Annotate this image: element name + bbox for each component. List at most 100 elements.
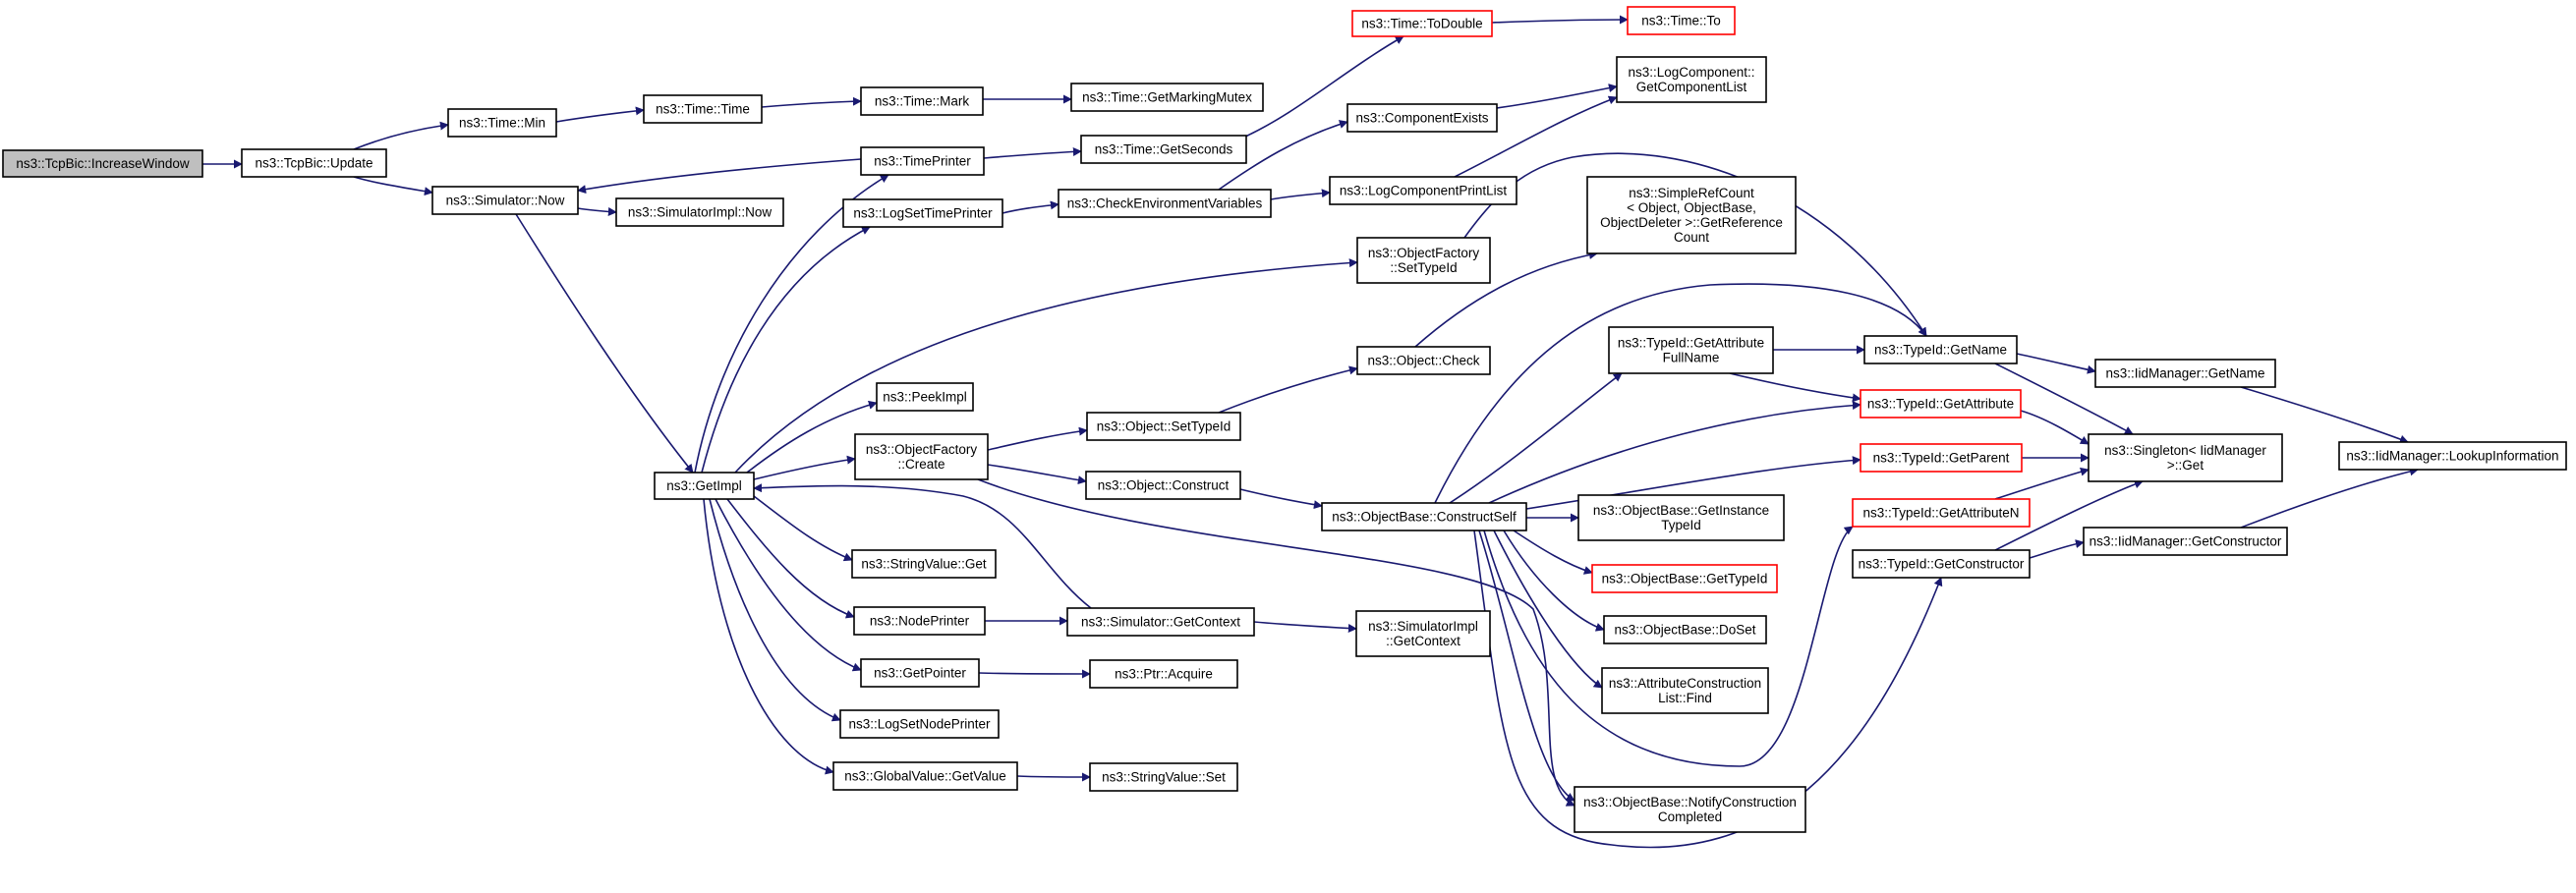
node-box	[1089, 762, 1238, 792]
edge-object_construct-to-objectbase_constructself	[1239, 488, 1323, 510]
edge-path	[709, 498, 841, 722]
node-box	[1627, 6, 1736, 35]
node-simplerefcount[interactable]: ns3::SimpleRefCount< Object, ObjectBase,…	[1586, 176, 1797, 254]
node-object-settypeid[interactable]: ns3::Object::SetTypeId	[1086, 412, 1241, 441]
edge-getimpl-to-logsetnodeprinter	[709, 498, 841, 722]
edge-path	[1454, 95, 1618, 178]
node-label: List::Find	[1658, 691, 1712, 705]
node-objectbase-gettypeid[interactable]: ns3::ObjectBase::GetTypeId	[1591, 564, 1778, 593]
node-label: < Object, ObjectBase,	[1627, 200, 1756, 215]
node-time-to[interactable]: ns3::Time::To	[1627, 6, 1736, 35]
edge-path	[1414, 251, 1598, 348]
node-logcomponentprintlist[interactable]: ns3::LogComponentPrintList	[1329, 176, 1517, 205]
node-box	[2338, 441, 2567, 471]
node-label: ns3::NodePrinter	[870, 614, 970, 629]
node-time-getmarkingmutex[interactable]: ns3::Time::GetMarkingMutex	[1070, 83, 1264, 112]
node-objectbase-doset[interactable]: ns3::ObjectBase::DoSet	[1603, 615, 1767, 644]
node-typeid-getname[interactable]: ns3::TypeId::GetName	[1863, 335, 2018, 364]
node-box	[1577, 494, 1785, 541]
edge-getimpl-to-globalvalue_getvalue	[703, 498, 834, 775]
node-time-todouble[interactable]: ns3::Time::ToDouble	[1351, 10, 1493, 37]
node-stringvalue-get[interactable]: ns3::StringValue::Get	[851, 549, 997, 579]
node-ptr-acquire[interactable]: ns3::Ptr::Acquire	[1089, 659, 1238, 689]
node-box	[1351, 10, 1493, 37]
node-simulator-now[interactable]: ns3::Simulator::Now	[431, 186, 579, 215]
node-label: ns3::LogComponent::	[1628, 65, 1754, 80]
node-logcomponent-getlist[interactable]: ns3::LogComponent::GetComponentList	[1616, 56, 1767, 103]
edge-path	[577, 206, 617, 216]
node-checkenvvars[interactable]: ns3::CheckEnvironmentVariables	[1058, 189, 1272, 218]
node-object-check[interactable]: ns3::Object::Check	[1356, 346, 1491, 375]
node-objectfactory-settypeid[interactable]: ns3::ObjectFactory::SetTypeId	[1356, 237, 1491, 284]
node-label: ::Create	[897, 457, 945, 472]
node-globalvalue-getvalue[interactable]: ns3::GlobalValue::GetValue	[832, 761, 1018, 791]
node-object-construct[interactable]: ns3::Object::Construct	[1085, 471, 1241, 500]
edge-typeid_getattributefullname-to-typeid_getattribute	[1729, 372, 1861, 403]
node-label: FullName	[1663, 351, 1720, 365]
node-time-mark[interactable]: ns3::Time::Mark	[860, 86, 984, 116]
edge-path	[1002, 200, 1059, 214]
node-componentexists[interactable]: ns3::ComponentExists	[1346, 103, 1498, 133]
node-objectfactory-create[interactable]: ns3::ObjectFactory::Create	[854, 433, 989, 480]
node-box	[1329, 176, 1517, 205]
edge-path	[753, 483, 1092, 609]
node-singleton-get[interactable]: ns3::Singleton< IidManager>::Get	[2088, 433, 2283, 482]
node-label: ns3::ObjectBase::NotifyConstruction	[1583, 795, 1797, 809]
node-label: ns3::TypeId::GetConstructor	[1859, 557, 2025, 572]
edge-getimpl-to-stringvalue_get	[753, 495, 853, 562]
edge-objectbase_constructself-to-typeid_getconstructor	[1473, 530, 1943, 849]
edge-objectbase_constructself-to-typeid_getattributen	[1483, 526, 1854, 767]
node-label: TypeId	[1661, 518, 1701, 532]
edge-iidmanager_getname-to-iidmanager_lookupinformation	[2240, 386, 2409, 444]
node-label: ns3::Time::GetSeconds	[1095, 142, 1233, 157]
node-label: ns3::TimePrinter	[874, 154, 971, 169]
node-box	[1863, 335, 2018, 364]
node-typeid-getparent[interactable]: ns3::TypeId::GetParent	[1860, 443, 2023, 473]
node-time-min[interactable]: ns3::Time::Min	[447, 108, 557, 138]
node-logsetnodeprinter[interactable]: ns3::LogSetNodePrinter	[839, 709, 1000, 739]
node-box	[1080, 135, 1247, 164]
node-stringvalue-set[interactable]: ns3::StringValue::Set	[1089, 762, 1238, 792]
edge-objectbase_constructself-to-objectbase_notifyconstructioncompleted	[1478, 530, 1575, 802]
node-time-getseconds[interactable]: ns3::Time::GetSeconds	[1080, 135, 1247, 164]
edge-objectfactory_create-to-object_construct	[987, 464, 1087, 485]
node-increase-window[interactable]: ns3::TcpBic::IncreaseWindow	[2, 149, 203, 178]
node-typeid-getconstructor[interactable]: ns3::TypeId::GetConstructor	[1852, 549, 2031, 579]
node-iidmanager-getconstructor[interactable]: ns3::IidManager::GetConstructor	[2083, 527, 2288, 556]
node-box	[1616, 56, 1767, 103]
node-timeprinter[interactable]: ns3::TimePrinter	[860, 146, 985, 176]
node-simulator-getcontext[interactable]: ns3::Simulator::GetContext	[1066, 607, 1255, 637]
node-iidmanager-getname[interactable]: ns3::IidManager::GetName	[2094, 359, 2276, 388]
node-box	[643, 94, 763, 124]
node-peekimpl[interactable]: ns3::PeekImpl	[876, 382, 974, 412]
node-box	[860, 86, 984, 116]
node-label: GetComponentList	[1636, 80, 1747, 94]
node-tcpbic-update[interactable]: ns3::TcpBic::Update	[241, 148, 387, 178]
edge-path	[977, 478, 1575, 807]
node-logsettimeprinter[interactable]: ns3::LogSetTimePrinter	[842, 198, 1003, 228]
node-label: ::SetTypeId	[1390, 260, 1457, 275]
node-simulatorimpl-getcontext[interactable]: ns3::SimulatorImpl::GetContext	[1355, 610, 1491, 657]
node-getpointer[interactable]: ns3::GetPointer	[860, 658, 980, 688]
edge-path	[2029, 539, 2085, 559]
node-typeid-getattribute[interactable]: ns3::TypeId::GetAttribute	[1860, 389, 2022, 419]
edge-checkenvvars-to-logcomponentprintlist	[1270, 189, 1331, 200]
node-label: ns3::LogSetTimePrinter	[853, 206, 993, 221]
node-getimpl[interactable]: ns3::GetImpl	[654, 472, 755, 500]
node-typeid-getattributen[interactable]: ns3::TypeId::GetAttributeN	[1852, 498, 2031, 528]
node-objectbase-constructself[interactable]: ns3::ObjectBase::ConstructSelf	[1321, 502, 1527, 531]
node-label: ns3::SimpleRefCount	[1629, 186, 1754, 200]
node-iidmanager-lookupinformation[interactable]: ns3::IidManager::LookupInformation	[2338, 441, 2567, 471]
node-objectbase-notifyconstructioncompleted[interactable]: ns3::ObjectBase::NotifyConstructionCompl…	[1574, 786, 1806, 833]
node-box	[2088, 433, 2283, 482]
node-time-time[interactable]: ns3::Time::Time	[643, 94, 763, 124]
node-box	[615, 197, 784, 227]
node-label: ns3::Time::To	[1641, 14, 1721, 28]
node-nodeprinter[interactable]: ns3::NodePrinter	[853, 606, 986, 636]
node-simulatorimpl-now[interactable]: ns3::SimulatorImpl::Now	[615, 197, 784, 227]
edge-path	[1493, 530, 1603, 689]
